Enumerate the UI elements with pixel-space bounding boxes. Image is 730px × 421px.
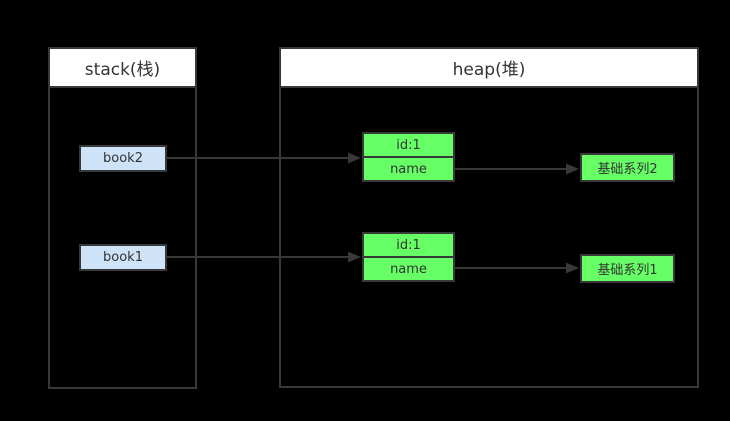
stack-item-book2: book2 (79, 145, 167, 172)
stack-item-book1-label: book1 (103, 250, 143, 265)
heap-object-2-field-name: name (364, 258, 453, 280)
heap-object-1: id:1 name (362, 132, 455, 182)
heap-string-1: 基础系列2 (580, 153, 675, 182)
heap-object-1-field-id: id:1 (364, 134, 453, 158)
heap-string-2: 基础系列1 (580, 254, 675, 283)
heap-object-1-field-name-label: name (390, 161, 427, 177)
stack-header: stack(栈) (50, 49, 195, 88)
stack-item-book1: book1 (79, 244, 167, 271)
stack-item-book2-label: book2 (103, 151, 143, 166)
heap-object-2-field-id: id:1 (364, 234, 453, 258)
heap-object-2-field-id-label: id:1 (396, 237, 421, 253)
heap-string-2-label: 基础系列1 (597, 263, 658, 278)
heap-object-1-field-name: name (364, 158, 453, 180)
heap-object-1-field-id-label: id:1 (396, 137, 421, 153)
stack-container: stack(栈) book2 book1 (48, 47, 197, 389)
heap-container: heap(堆) id:1 name id:1 name 基础系列2 基础系列1 (279, 47, 699, 388)
heap-object-2-field-name-label: name (390, 261, 427, 277)
stack-title: stack(栈) (84, 60, 161, 80)
heap-string-1-label: 基础系列2 (597, 162, 658, 177)
heap-title: heap(堆) (452, 60, 526, 80)
heap-header: heap(堆) (281, 49, 697, 88)
heap-object-2: id:1 name (362, 232, 455, 282)
